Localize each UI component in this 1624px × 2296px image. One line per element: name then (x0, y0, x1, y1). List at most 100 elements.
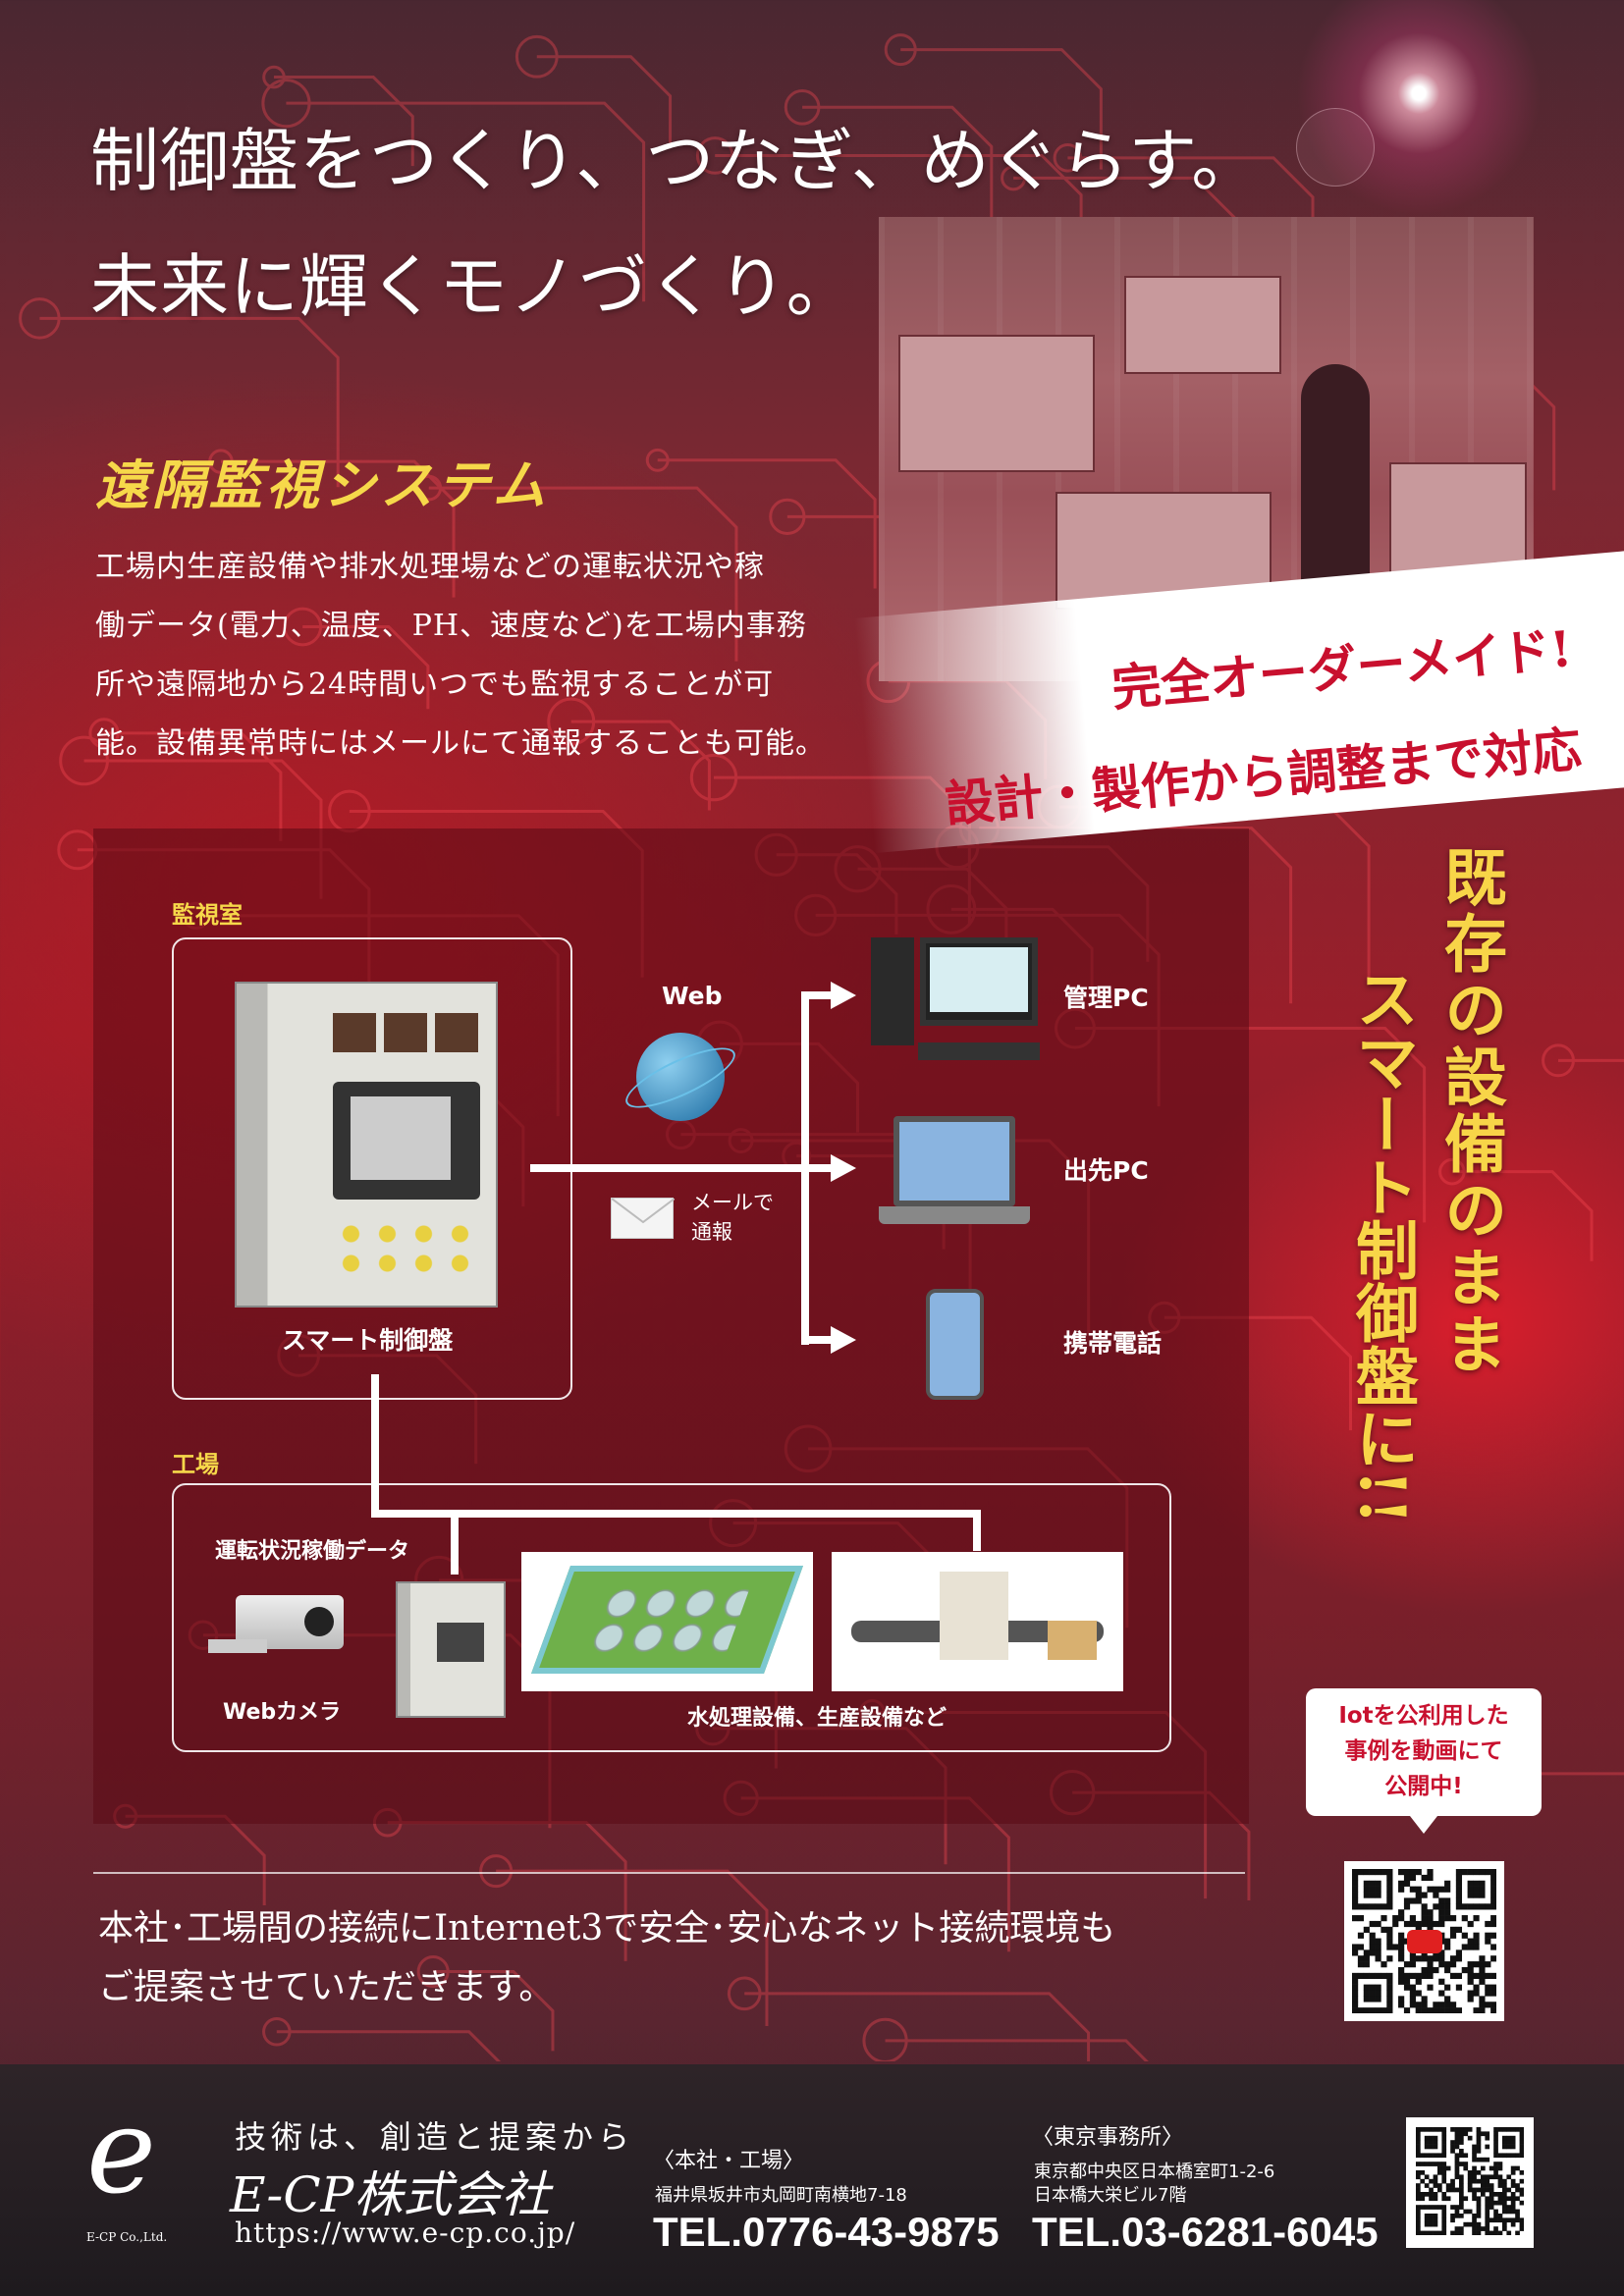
connector-line (805, 1164, 835, 1172)
qr-module (1461, 1915, 1468, 1922)
qr-module (1506, 2144, 1512, 2150)
qr-module (1369, 1903, 1376, 1910)
operation-data-label: 運転状況稼働データ (215, 1539, 410, 1564)
qr-module (1357, 1972, 1365, 1980)
qr-module (1429, 2217, 1434, 2223)
qr-module (1352, 1944, 1359, 1950)
qr-module (1441, 2214, 1447, 2218)
qr-module (1473, 1990, 1480, 1997)
tagline: 技術は、創造と提案から (235, 2118, 635, 2156)
tokyo-tel[interactable]: TEL.03-6281-6045 (1032, 2209, 1379, 2255)
qr-module (1375, 1996, 1381, 2002)
website-link[interactable]: https://www.e-cp.co.jp/ (235, 2216, 576, 2249)
youtube-qr-code[interactable] (1344, 1861, 1504, 2021)
connector-line (451, 1510, 459, 1575)
qr-module (1476, 2226, 1482, 2231)
qr-module (1433, 2174, 1438, 2180)
qr-module (1441, 2127, 1447, 2132)
qr-module (1490, 1915, 1497, 1922)
qr-module (1420, 2192, 1426, 2197)
logo-subtext: E-CP Co.,Ltd. (86, 2230, 168, 2244)
qr-module (1454, 2165, 1460, 2171)
qr-module (1352, 1990, 1359, 1997)
qr-module (1490, 1903, 1497, 1910)
qr-module (1433, 2230, 1438, 2236)
qr-module (1424, 2135, 1430, 2141)
qr-module (1421, 1996, 1428, 2002)
qr-module (1416, 2214, 1421, 2218)
circuit-trace (302, 624, 430, 710)
qr-module (1429, 2162, 1434, 2166)
circuit-node (262, 2017, 292, 2047)
circuit-node (514, 34, 559, 79)
qr-module (1438, 2002, 1445, 2008)
qr-module (1444, 1984, 1451, 1991)
circuit-node (547, 697, 596, 746)
qr-module (1493, 2140, 1498, 2145)
qr-module (1502, 2187, 1507, 2193)
qr-module (1455, 1984, 1463, 1991)
circuit-trace (276, 2030, 502, 2061)
qr-module (1441, 2135, 1447, 2141)
qr-module (1519, 2149, 1525, 2154)
qr-module (1369, 1938, 1376, 1945)
website-qr-code[interactable] (1406, 2117, 1534, 2248)
headline-line1: 制御盤をつくり、つなぎ、めぐらす。 (90, 121, 1262, 201)
qr-module (1421, 1920, 1428, 1928)
qr-module (1459, 2127, 1464, 2132)
qr-module (1493, 2230, 1498, 2236)
qr-module (1416, 2226, 1421, 2231)
laptop-base (879, 1206, 1030, 1224)
qr-module (1375, 1880, 1381, 1887)
qr-module (1467, 1996, 1474, 2002)
qr-module (1427, 1961, 1434, 1968)
qr-module (1415, 1972, 1422, 1980)
qr-module (1506, 2196, 1512, 2202)
qr-module (1409, 1920, 1416, 1928)
qr-module (1438, 1915, 1445, 1922)
qr-module (1479, 1892, 1486, 1898)
qr-module (1352, 1886, 1359, 1893)
qr-module (1420, 2178, 1426, 2184)
qr-module (1479, 1955, 1486, 1962)
qr-module (1444, 1915, 1451, 1922)
qr-module (1472, 2174, 1477, 2180)
qr-module (1416, 2162, 1421, 2166)
qr-module (1463, 2162, 1469, 2166)
qr-module (1476, 2187, 1482, 2193)
qr-module (1398, 1909, 1405, 1916)
qr-module (1493, 2165, 1498, 2171)
qr-module (1398, 1966, 1405, 1974)
qr-module (1493, 2135, 1498, 2141)
qr-module (1352, 1996, 1359, 2002)
webcam-mount (208, 1639, 267, 1653)
qr-module (1459, 2149, 1464, 2154)
qr-module (1502, 2209, 1507, 2215)
connector-line (530, 1164, 825, 1172)
qr-module (1352, 1972, 1359, 1980)
qr-module (1421, 1915, 1428, 1922)
qr-module (1369, 1932, 1376, 1939)
qr-module (1493, 2209, 1498, 2215)
qr-module (1415, 1897, 1422, 1904)
qr-module (1421, 2007, 1428, 2014)
qr-module (1386, 1938, 1393, 1945)
qr-module (1403, 1961, 1411, 1968)
qr-module (1510, 2192, 1516, 2197)
qr-module (1485, 2205, 1490, 2210)
qr-module (1424, 2214, 1430, 2218)
qr-module (1441, 2209, 1447, 2215)
qr-module (1490, 1955, 1497, 1962)
qr-module (1497, 2153, 1503, 2159)
qr-module (1438, 1978, 1445, 1985)
qr-module (1421, 1892, 1428, 1898)
qr-module (1421, 1874, 1428, 1882)
hq-tel[interactable]: TEL.0776-43-9875 (653, 2209, 1000, 2255)
qr-module (1416, 2149, 1421, 2154)
qr-module (1467, 2178, 1473, 2184)
qr-module (1476, 2157, 1482, 2163)
qr-module (1493, 2192, 1498, 2197)
qr-module (1506, 2187, 1512, 2193)
qr-module (1357, 1932, 1365, 1939)
qr-module (1424, 2144, 1430, 2150)
